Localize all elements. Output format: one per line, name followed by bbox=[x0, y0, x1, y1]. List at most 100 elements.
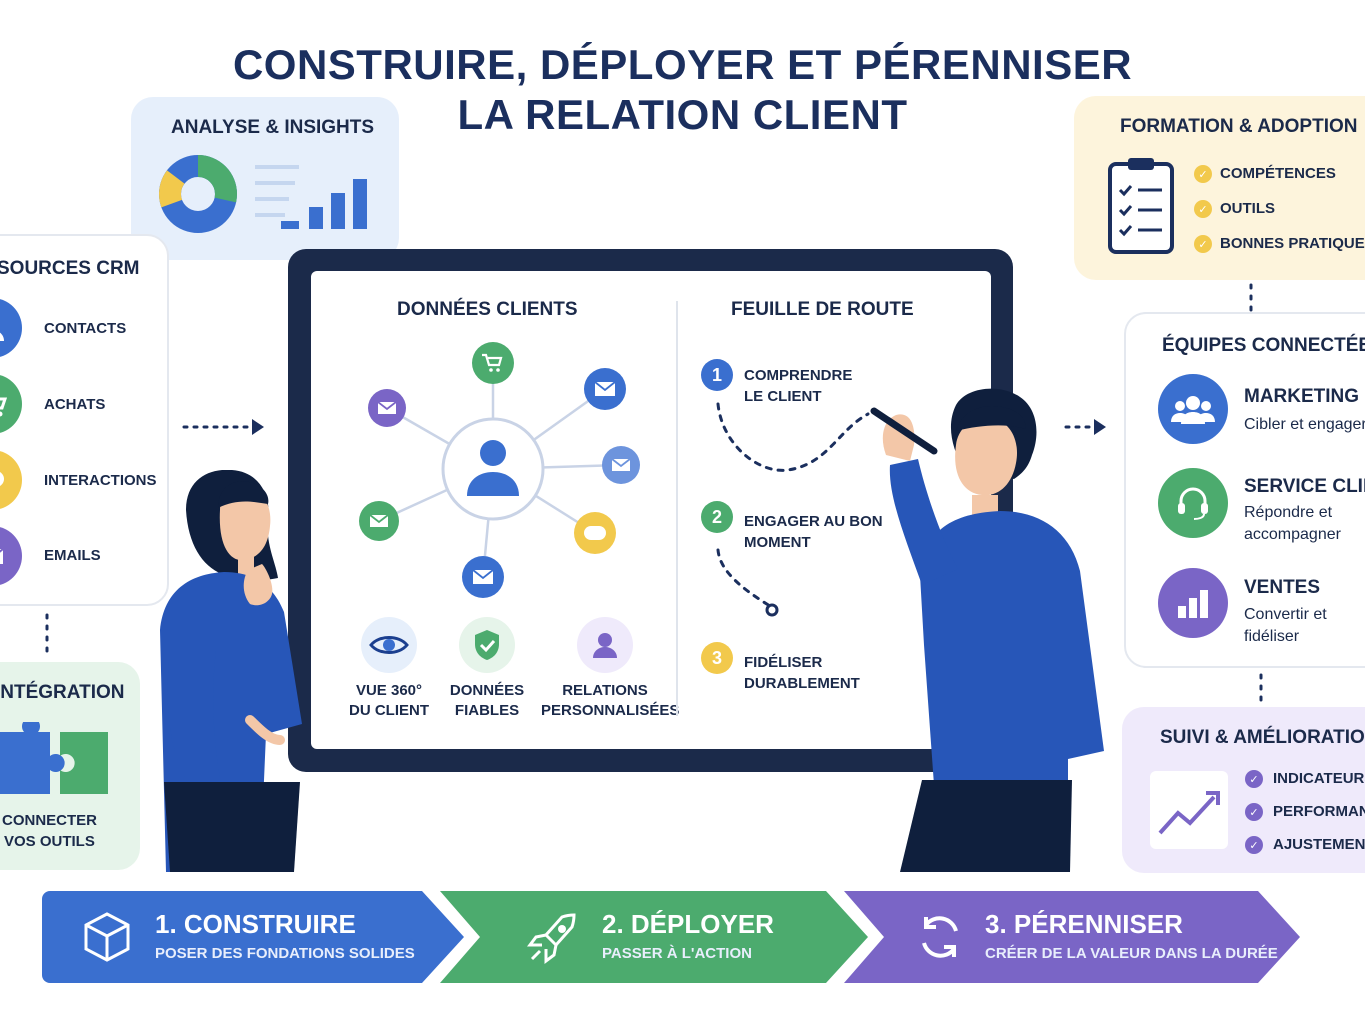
roadmap-step-2-line2: MOMENT bbox=[744, 534, 811, 551]
feature-vue360-line2: DU CLIENT bbox=[349, 702, 429, 719]
team-icon bbox=[1158, 374, 1228, 444]
feature-vue360-line1: VUE 360° bbox=[355, 682, 423, 699]
roadmap-step-1-line2: LE CLIENT bbox=[744, 388, 822, 405]
phase-2-subtitle: PASSER À L'ACTION bbox=[602, 945, 752, 962]
check-icon: ✓ bbox=[1245, 803, 1263, 821]
sources-card: SOURCES CRM CONTACTS ACHATS INTERACTIONS… bbox=[0, 234, 169, 606]
team-service-desc-line2: accompagner bbox=[1244, 526, 1341, 543]
roadmap-step-3-line1: FIDÉLISER bbox=[744, 654, 823, 671]
dotted-arrow-left bbox=[182, 419, 264, 435]
page-title: CONSTRUIRE, DÉPLOYER ET PÉRENNISER LA RE… bbox=[0, 40, 1365, 140]
source-item-contacts: CONTACTS bbox=[44, 320, 127, 337]
feature-relations-line2: PERSONNALISÉES bbox=[541, 702, 680, 719]
integration-card: INTÉGRATION CONNECTER VOS OUTILS bbox=[0, 662, 140, 870]
feuille-de-route-title: FEUILLE DE ROUTE bbox=[731, 299, 914, 320]
team-marketing-name: MARKETING bbox=[1244, 386, 1360, 407]
phase-3-title: 3. PÉRENNISER bbox=[985, 909, 1183, 939]
refresh-icon bbox=[922, 916, 958, 958]
email-icon bbox=[0, 526, 22, 586]
suivi-item-performance: PERFORMANCE bbox=[1273, 803, 1365, 820]
suivi-title: SUIVI & AMÉLIORATION bbox=[1160, 727, 1365, 748]
check-icon: ✓ bbox=[1245, 836, 1263, 854]
dotted-arrow-right bbox=[1064, 419, 1106, 435]
formation-item-outils: OUTILS bbox=[1220, 200, 1275, 217]
source-item-emails: EMAILS bbox=[44, 547, 101, 564]
formation-item-bonnes-pratiques: BONNES PRATIQUES bbox=[1220, 235, 1365, 252]
check-icon: ✓ bbox=[1245, 770, 1263, 788]
whiteboard: DONNÉES CLIENTS bbox=[311, 271, 991, 749]
customer-network-diagram bbox=[359, 342, 640, 598]
feature-relations-line1: RELATIONS bbox=[562, 682, 648, 699]
bar-chart-icon bbox=[255, 165, 367, 229]
contacts-icon bbox=[0, 298, 22, 358]
feature-donnees-fiables: DONNÉES FIABLES bbox=[441, 681, 533, 721]
team-ventes-desc: Convertir et fidéliser bbox=[1244, 604, 1327, 648]
board-divider bbox=[676, 301, 678, 716]
formation-item-competences: COMPÉTENCES bbox=[1220, 165, 1336, 182]
chat-icon bbox=[0, 450, 22, 510]
phase-1-title: 1. CONSTRUIRE bbox=[155, 909, 356, 939]
donut-chart-icon bbox=[159, 155, 237, 233]
feature-relations: RELATIONS PERSONNALISÉES bbox=[541, 681, 680, 721]
formation-card: FORMATION & ADOPTION ✓ COMPÉTENCES ✓ OUT… bbox=[1074, 96, 1365, 280]
roadmap-step-1: COMPRENDRE LE CLIENT bbox=[744, 365, 852, 407]
page-title-line2: LA RELATION CLIENT bbox=[457, 91, 908, 138]
clipboard-icon bbox=[1108, 158, 1174, 254]
team-service-desc: Répondre et accompagner bbox=[1244, 502, 1341, 546]
cart-icon bbox=[0, 374, 22, 434]
woman-illustration bbox=[160, 470, 302, 872]
dotted-connector-equipes bbox=[1259, 673, 1263, 704]
page-title-line1: CONSTRUIRE, DÉPLOYER ET PÉRENNISER bbox=[232, 41, 1133, 88]
check-icon: ✓ bbox=[1194, 165, 1212, 183]
phase-2-title: 2. DÉPLOYER bbox=[602, 909, 774, 939]
eye-icon bbox=[361, 617, 417, 673]
sales-chart-icon bbox=[1158, 568, 1228, 638]
source-item-interactions: INTERACTIONS bbox=[44, 472, 157, 489]
phase-construire: 1. CONSTRUIRE POSER DES FONDATIONS SOLID… bbox=[42, 891, 462, 983]
suivi-item-indicateurs: INDICATEURS bbox=[1273, 770, 1365, 787]
suivi-card: SUIVI & AMÉLIORATION ✓ INDICATEURS ✓ PER… bbox=[1122, 707, 1365, 873]
phase-deployer: 2. DÉPLOYER PASSER À L'ACTION bbox=[440, 891, 860, 983]
rocket-icon bbox=[527, 913, 576, 964]
man-illustration bbox=[870, 388, 1104, 872]
integration-caption-1: CONNECTER bbox=[2, 812, 98, 829]
phase-3-subtitle: CRÉER DE LA VALEUR DANS LA DURÉE bbox=[985, 945, 1278, 962]
step-number-2: 2 bbox=[701, 501, 733, 533]
team-ventes-desc-line2: fidéliser bbox=[1244, 628, 1300, 645]
integration-caption-2: VOS OUTILS bbox=[4, 833, 95, 850]
team-ventes-name: VENTES bbox=[1244, 577, 1321, 598]
trend-chart-icon bbox=[1150, 771, 1228, 849]
analyse-title: ANALYSE & INSIGHTS bbox=[171, 117, 375, 138]
team-ventes-desc-line1: Convertir et bbox=[1244, 606, 1327, 623]
phase-1-subtitle: POSER DES FONDATIONS SOLIDES bbox=[155, 945, 415, 962]
formation-title: FORMATION & ADOPTION bbox=[1120, 116, 1358, 137]
headset-icon bbox=[1158, 468, 1228, 538]
dotted-connector-formation bbox=[1249, 283, 1253, 314]
equipes-card: ÉQUIPES CONNECTÉES MARKETING Cibler et e… bbox=[1124, 312, 1365, 668]
source-item-achats: ACHATS bbox=[44, 396, 106, 413]
cube-icon bbox=[84, 912, 130, 962]
team-service-name: SERVICE CLIENT bbox=[1244, 476, 1365, 497]
team-service-desc-line1: Répondre et bbox=[1244, 504, 1333, 521]
feature-donnees-line2: FIABLES bbox=[454, 702, 520, 719]
check-icon: ✓ bbox=[1194, 200, 1212, 218]
roadmap-step-1-line1: COMPRENDRE bbox=[744, 367, 853, 384]
roadmap-path bbox=[716, 402, 870, 617]
feature-vue360: VUE 360° DU CLIENT bbox=[341, 681, 437, 721]
puzzle-icon bbox=[0, 722, 108, 794]
phase-arrows-bg bbox=[42, 891, 1300, 983]
roadmap-step-3: FIDÉLISER DURABLEMENT bbox=[744, 652, 860, 694]
sources-title: SOURCES CRM bbox=[0, 258, 140, 279]
check-icon: ✓ bbox=[1194, 235, 1212, 253]
feature-donnees-line1: DONNÉES bbox=[449, 682, 525, 699]
suivi-item-ajustements: AJUSTEMENTS bbox=[1273, 836, 1365, 853]
step-number-1: 1 bbox=[701, 359, 733, 391]
person-icon bbox=[577, 617, 633, 673]
analyse-card: ANALYSE & INSIGHTS bbox=[131, 97, 399, 260]
dotted-connector-sources bbox=[45, 613, 49, 658]
roadmap-step-2: ENGAGER AU BON MOMENT bbox=[744, 511, 883, 553]
equipes-title: ÉQUIPES CONNECTÉES bbox=[1162, 335, 1365, 356]
team-marketing-desc: Cibler et engager bbox=[1244, 416, 1365, 433]
shield-icon bbox=[459, 617, 515, 673]
donnees-clients-title: DONNÉES CLIENTS bbox=[397, 299, 578, 320]
